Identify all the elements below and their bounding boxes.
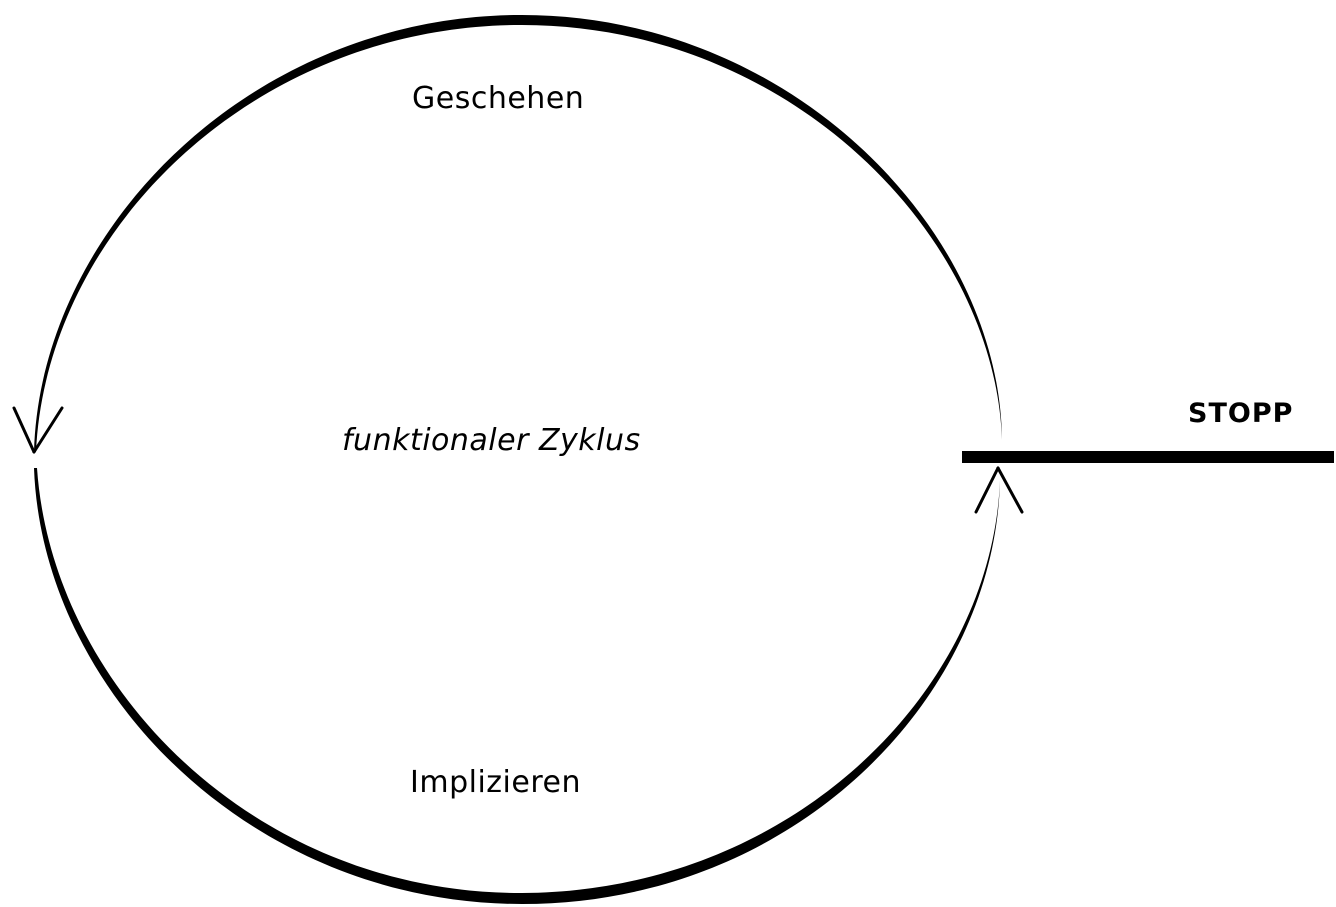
left-arrowhead-icon bbox=[12, 406, 64, 454]
label-funktionaler-zyklus: funktionaler Zyklus bbox=[342, 423, 641, 458]
stop-bar bbox=[962, 451, 1334, 463]
right-arrowhead-icon bbox=[974, 466, 1024, 514]
label-geschehen: Geschehen bbox=[412, 81, 585, 116]
label-stopp: STOPP bbox=[1188, 398, 1294, 429]
lower-arc bbox=[34, 468, 1000, 904]
label-implizieren: Implizieren bbox=[410, 765, 581, 800]
